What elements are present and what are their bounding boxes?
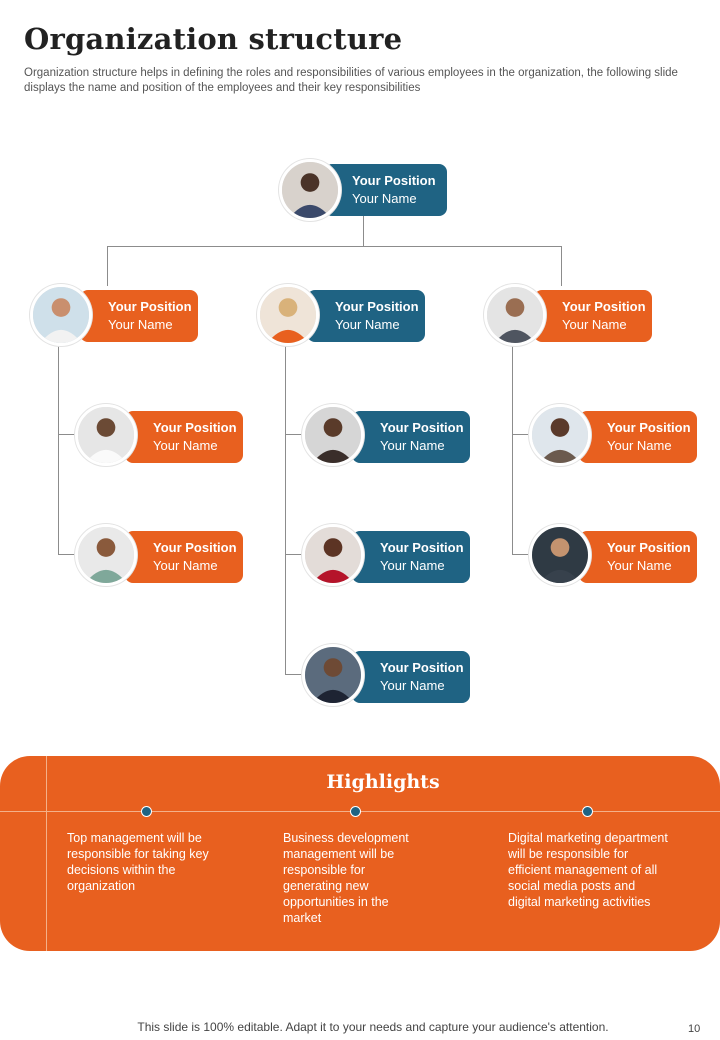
org-node-mid-1[interactable]: Your Position Your Name	[352, 411, 470, 463]
org-node-top[interactable]: Your Position Your Name	[324, 164, 447, 216]
connector-left-1	[58, 434, 80, 435]
highlight-item: Digital marketing department will be res…	[508, 831, 668, 909]
connector-mid-1	[285, 434, 307, 435]
connector-top-stem	[363, 216, 364, 246]
node-position: Your Position	[380, 540, 464, 555]
org-node-right[interactable]: Your Position Your Name	[534, 290, 652, 342]
connector-drop-left	[107, 246, 108, 286]
highlight-marker-dot	[141, 806, 152, 817]
node-name: Your Name	[335, 317, 400, 332]
node-position: Your Position	[380, 660, 464, 675]
node-name: Your Name	[607, 558, 672, 573]
man-avatar-icon	[529, 524, 591, 586]
connector-branch-bar	[107, 246, 562, 247]
man-avatar-icon	[75, 524, 137, 586]
node-position: Your Position	[380, 420, 464, 435]
highlight-marker-dot	[582, 806, 593, 817]
connector-right-vertical	[512, 345, 513, 555]
node-name: Your Name	[562, 317, 627, 332]
highlight-marker-dot	[350, 806, 361, 817]
node-name: Your Name	[380, 678, 445, 693]
org-node-left-1[interactable]: Your Position Your Name	[125, 411, 243, 463]
connector-left-2	[58, 554, 80, 555]
node-name: Your Name	[108, 317, 173, 332]
connector-right-1	[512, 434, 534, 435]
highlights-divider-vertical	[46, 756, 47, 951]
man-avatar-icon	[484, 284, 546, 346]
footer-note: This slide is 100% editable. Adapt it to…	[137, 1020, 609, 1034]
connector-mid-3	[285, 674, 307, 675]
highlights-title: Highlights	[326, 771, 440, 793]
node-name: Your Name	[352, 191, 417, 206]
node-position: Your Position	[108, 299, 192, 314]
node-position: Your Position	[607, 540, 691, 555]
node-position: Your Position	[153, 420, 237, 435]
page-title: Organization structure	[24, 22, 403, 56]
page-number: 10	[688, 1023, 701, 1035]
node-position: Your Position	[352, 173, 436, 188]
connector-mid-vertical	[285, 345, 286, 675]
node-name: Your Name	[607, 438, 672, 453]
woman-avatar-icon	[302, 524, 364, 586]
node-position: Your Position	[562, 299, 646, 314]
node-position: Your Position	[607, 420, 691, 435]
org-node-left-2[interactable]: Your Position Your Name	[125, 531, 243, 583]
woman-avatar-icon	[257, 284, 319, 346]
node-position: Your Position	[335, 299, 419, 314]
highlight-item: Business development management will be …	[283, 831, 409, 925]
org-node-right-1[interactable]: Your Position Your Name	[579, 411, 697, 463]
org-node-mid-2[interactable]: Your Position Your Name	[352, 531, 470, 583]
node-name: Your Name	[380, 438, 445, 453]
org-node-mid[interactable]: Your Position Your Name	[307, 290, 425, 342]
page-subtitle: Organization structure helps in defining…	[24, 67, 678, 94]
man-avatar-icon	[302, 644, 364, 706]
woman-avatar-icon	[75, 404, 137, 466]
woman-avatar-icon	[529, 404, 591, 466]
connector-left-vertical	[58, 345, 59, 555]
man-avatar-icon	[302, 404, 364, 466]
node-position: Your Position	[153, 540, 237, 555]
org-node-right-2[interactable]: Your Position Your Name	[579, 531, 697, 583]
connector-mid-2	[285, 554, 307, 555]
highlights-panel	[0, 756, 720, 951]
node-name: Your Name	[153, 438, 218, 453]
node-name: Your Name	[380, 558, 445, 573]
org-node-left[interactable]: Your Position Your Name	[80, 290, 198, 342]
highlight-item: Top management will be responsible for t…	[67, 831, 209, 893]
node-name: Your Name	[153, 558, 218, 573]
connector-right-2	[512, 554, 534, 555]
woman-avatar-icon	[30, 284, 92, 346]
woman-avatar-icon	[279, 159, 341, 221]
org-node-mid-3[interactable]: Your Position Your Name	[352, 651, 470, 703]
connector-drop-right	[561, 246, 562, 286]
